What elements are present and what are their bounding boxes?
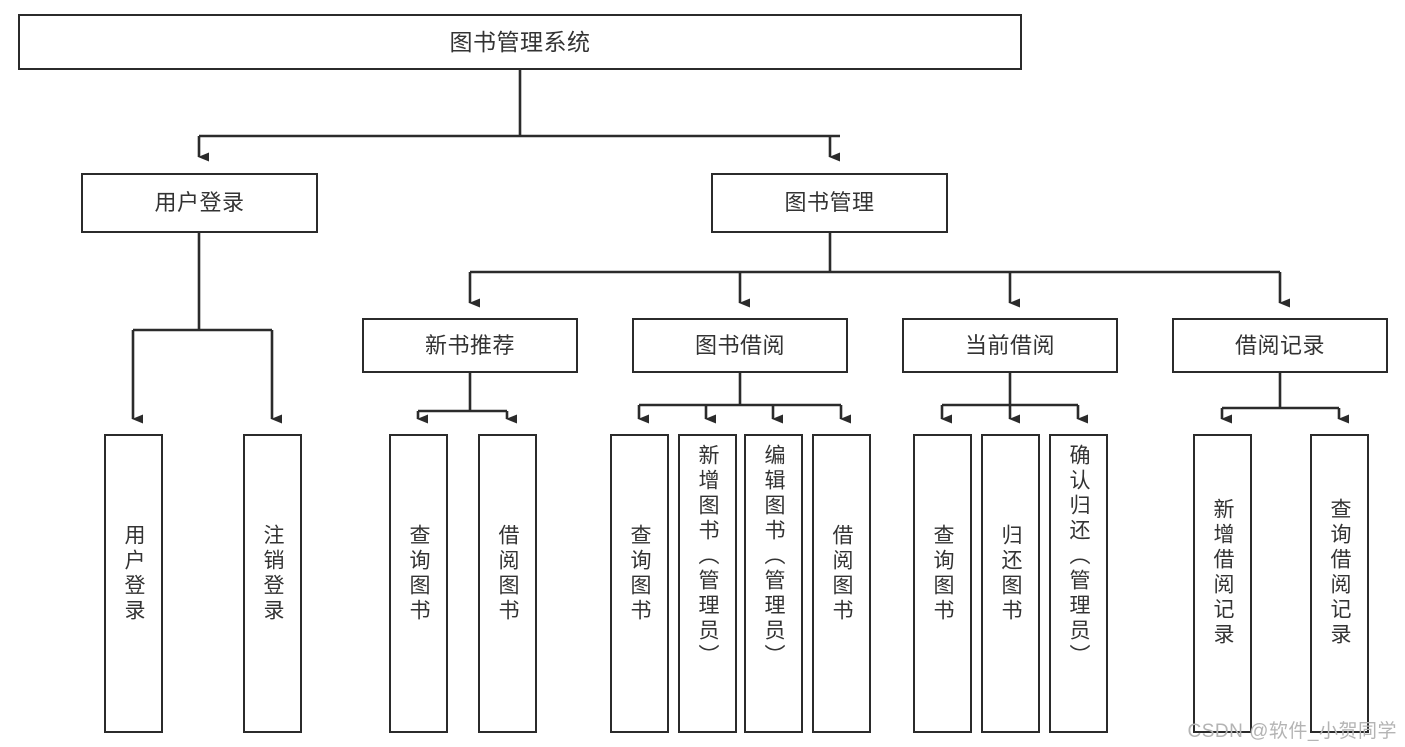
node-label: 编辑图书（管理员） bbox=[762, 444, 785, 669]
node-label: 图书管理系统 bbox=[449, 28, 591, 55]
node-label: 新增图书（管理员） bbox=[696, 444, 719, 669]
node-label: 查询图书 bbox=[628, 524, 651, 624]
node-book-borrow[interactable]: 图书借阅 bbox=[632, 318, 848, 373]
node-borrow-record[interactable]: 借阅记录 bbox=[1172, 318, 1388, 373]
node-book-manage[interactable]: 图书管理 bbox=[711, 173, 948, 233]
node-leaf-edit-book[interactable]: 编辑图书（管理员） bbox=[744, 434, 803, 733]
node-leaf-borrow-book-2[interactable]: 借阅图书 bbox=[812, 434, 871, 733]
node-current-borrow[interactable]: 当前借阅 bbox=[902, 318, 1118, 373]
node-label: 注销登录 bbox=[261, 524, 284, 624]
node-label: 当前借阅 bbox=[964, 332, 1055, 358]
node-label: 查询借阅记录 bbox=[1328, 498, 1351, 648]
node-leaf-add-record[interactable]: 新增借阅记录 bbox=[1193, 434, 1252, 733]
node-leaf-add-book[interactable]: 新增图书（管理员） bbox=[678, 434, 737, 733]
node-label: 借阅图书 bbox=[830, 524, 853, 624]
node-label: 归还图书 bbox=[999, 524, 1022, 624]
node-new-book-recommend[interactable]: 新书推荐 bbox=[362, 318, 578, 373]
node-label: 新增借阅记录 bbox=[1211, 498, 1234, 648]
node-leaf-query-book-3[interactable]: 查询图书 bbox=[913, 434, 972, 733]
node-label: 用户登录 bbox=[122, 524, 145, 624]
node-label: 用户登录 bbox=[154, 190, 245, 216]
node-label: 确认归还（管理员） bbox=[1067, 444, 1090, 669]
node-leaf-confirm-return[interactable]: 确认归还（管理员） bbox=[1049, 434, 1108, 733]
node-root-system[interactable]: 图书管理系统 bbox=[18, 14, 1022, 70]
node-leaf-query-record[interactable]: 查询借阅记录 bbox=[1310, 434, 1369, 733]
node-leaf-user-login[interactable]: 用户登录 bbox=[104, 434, 163, 733]
node-label: 图书借阅 bbox=[694, 332, 785, 358]
node-label: 新书推荐 bbox=[424, 332, 515, 358]
node-label: 查询图书 bbox=[407, 524, 430, 624]
node-label: 借阅图书 bbox=[496, 524, 519, 624]
node-label: 查询图书 bbox=[931, 524, 954, 624]
node-label: 借阅记录 bbox=[1234, 332, 1325, 358]
node-leaf-user-logout[interactable]: 注销登录 bbox=[243, 434, 302, 733]
node-leaf-query-book-1[interactable]: 查询图书 bbox=[389, 434, 448, 733]
node-leaf-borrow-book-1[interactable]: 借阅图书 bbox=[478, 434, 537, 733]
node-leaf-return-book[interactable]: 归还图书 bbox=[981, 434, 1040, 733]
node-label: 图书管理 bbox=[784, 190, 875, 216]
node-user-login[interactable]: 用户登录 bbox=[81, 173, 318, 233]
node-leaf-query-book-2[interactable]: 查询图书 bbox=[610, 434, 669, 733]
